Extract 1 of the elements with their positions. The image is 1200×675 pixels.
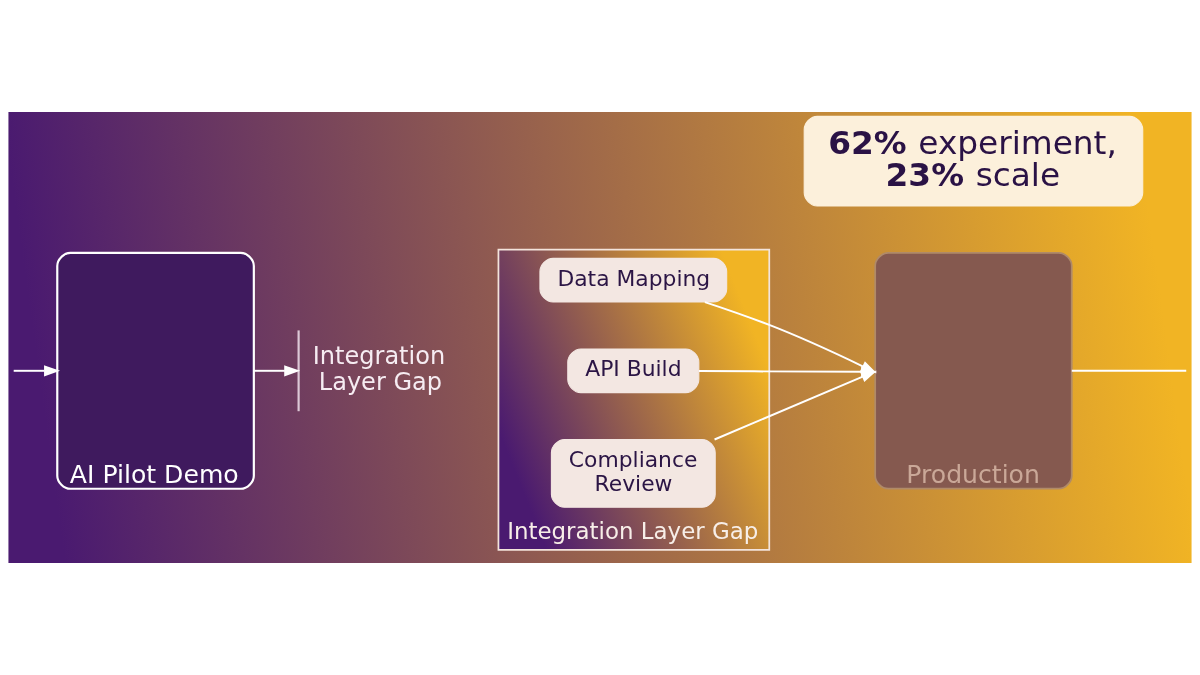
node-text: Integration Layer Gap: [312, 341, 446, 397]
